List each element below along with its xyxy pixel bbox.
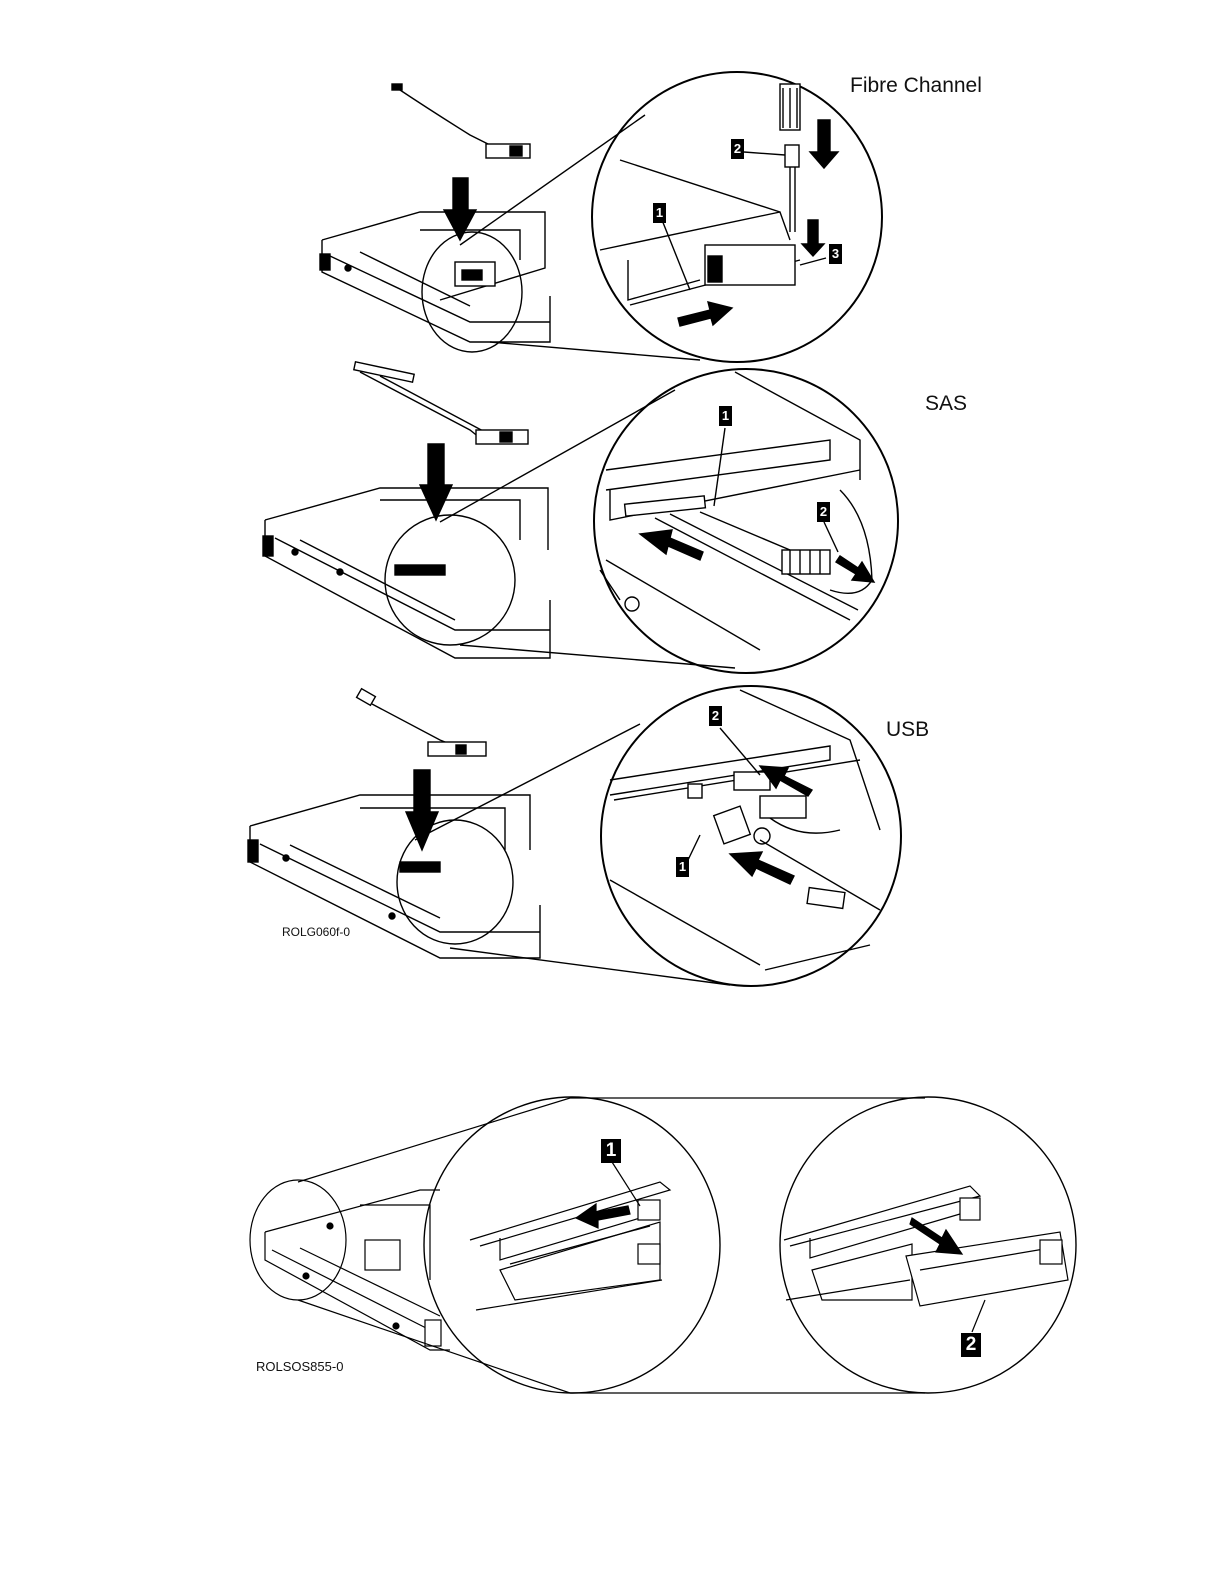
sas-down-arrow [420,444,452,520]
sas-arrow-left [640,530,703,560]
fc-callout-2: 2 [731,139,744,159]
panel-label-fibre-channel: Fibre Channel [850,74,982,98]
sas-detail [600,372,872,650]
usb-callout-2: 2 [709,706,722,726]
sas-cable-icon [354,362,528,444]
panel-label-sas: SAS [925,392,967,416]
fc-cable-icon [392,84,530,158]
fc-callout-1: 1 [653,203,666,223]
fc-arrow-right [678,302,732,326]
usb-callout-1: 1 [676,857,689,877]
sas-callout-2: 2 [817,502,830,522]
panel-label-usb: USB [886,718,929,742]
bracket-zoom-circle-left [424,1097,720,1393]
usb-zoom-small [397,820,513,944]
bracket-detail-left [470,1162,670,1310]
usb-zoom-circle [601,686,901,986]
figure2-id: ROLSOS855-0 [256,1359,343,1374]
bracket-removal-figure [250,1097,1076,1393]
sas-panel [263,362,898,673]
bracket-arrow-left [576,1204,630,1228]
fc-detail [600,84,826,305]
usb-cable-icon [357,689,486,756]
bracket-callout-1: 1 [601,1139,621,1163]
bracket-arrow-down-right [910,1218,962,1254]
fc-zoom-circle [592,72,882,362]
usb-down-arrow [406,770,438,850]
usb-zoom-line-bottom [450,948,730,985]
sas-arrow-right [836,556,874,582]
usb-panel [248,686,901,986]
figure1-id: ROLG060f-0 [282,925,350,939]
bracket-detail-right [784,1186,1068,1332]
sas-zoom-circle [594,369,898,673]
bracket-server-chassis [265,1190,450,1350]
sas-card [395,565,445,575]
fibre-channel-panel [320,72,882,362]
fc-callout-3: 3 [829,244,842,264]
sas-callout-1: 1 [719,406,732,426]
fc-arrow-down-2 [802,220,824,256]
bracket-callout-2: 2 [961,1333,981,1357]
usb-arrow-up-left [730,852,794,884]
fc-zoom-small [422,232,522,352]
usb-detail [610,690,880,970]
usb-card [400,862,440,872]
sas-zoom-small [385,515,515,645]
fc-arrow-down-1 [810,120,838,168]
